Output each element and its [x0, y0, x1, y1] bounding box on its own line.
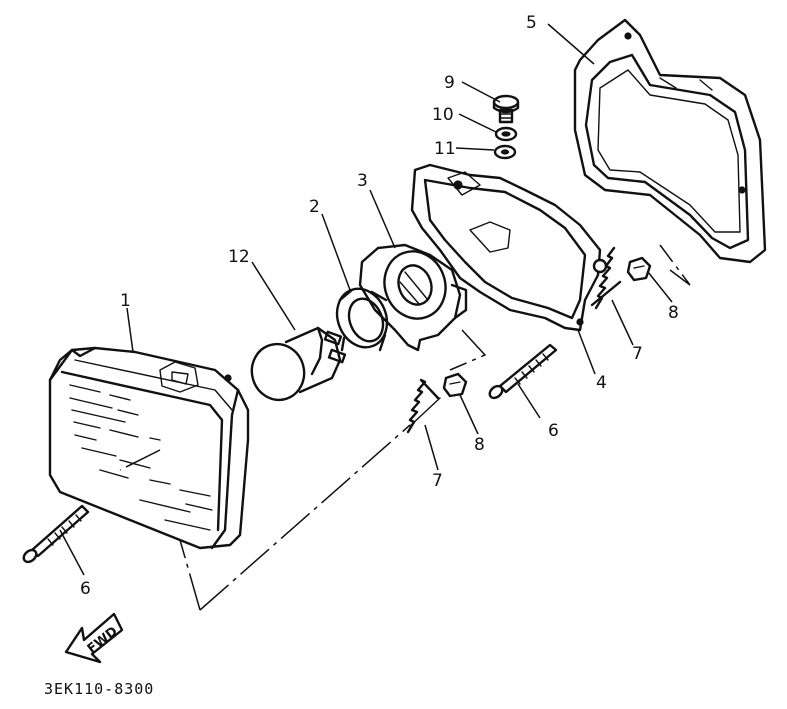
- part-2-retaining-ring: [335, 287, 389, 352]
- alignment-lines: [119, 244, 691, 611]
- callout-9: 9: [444, 73, 455, 93]
- part-6-bolt-right: [488, 343, 558, 400]
- callout-12: 12: [228, 247, 250, 267]
- part-8-nut-right: [626, 256, 652, 282]
- callout-labels: 1 2 3 4 5 6 6 7 7 8 8 9 10 11 12: [80, 13, 679, 599]
- part-4-mounting-bracket: [410, 163, 608, 332]
- callout-7-right: 7: [632, 344, 643, 364]
- callout-6-left: 6: [80, 579, 91, 599]
- leader-lines: [59, 23, 673, 576]
- callout-2: 2: [309, 197, 320, 217]
- part-11-flat-washer: [493, 144, 517, 160]
- part-7-spring-right: [590, 246, 622, 310]
- fwd-arrow-icon: FWD: [64, 612, 124, 664]
- part-8-nut-center: [442, 372, 468, 398]
- callout-11: 11: [434, 139, 456, 159]
- part-7-spring-center: [406, 378, 441, 434]
- part-6-bolt-left: [22, 504, 90, 564]
- part-5-headlight-cover: [573, 18, 767, 264]
- callout-5: 5: [526, 13, 537, 33]
- callout-8-center: 8: [474, 435, 485, 455]
- callout-6-right: 6: [548, 421, 559, 441]
- part-10-lock-washer: [494, 126, 518, 142]
- diagram-code: 3EK110-8300: [44, 680, 154, 698]
- part-12-bulb: [250, 326, 347, 402]
- callout-1: 1: [120, 291, 131, 311]
- part-9-screw: [492, 94, 520, 124]
- part-1-headlight-unit: [48, 346, 250, 550]
- callout-8-right: 8: [668, 303, 679, 323]
- callout-4: 4: [596, 373, 607, 393]
- callout-7-center: 7: [432, 471, 443, 491]
- callout-3: 3: [357, 171, 368, 191]
- callout-10: 10: [432, 105, 454, 125]
